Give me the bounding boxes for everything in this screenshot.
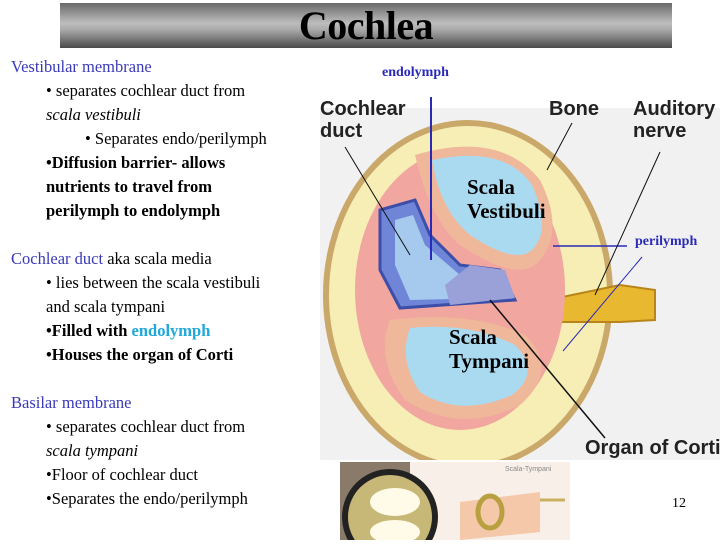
sub-bullet-line: • Separates endo/perilymph	[85, 127, 267, 151]
basilar-membrane-heading: Basilar membrane	[11, 393, 132, 412]
heading-suffix: aka scala media	[103, 249, 212, 268]
bullet-line: •Separates the endo/perilymph	[46, 487, 248, 511]
endolymph-highlight: endolymph	[131, 321, 211, 340]
bullet-line: perilymph to endolymph	[46, 201, 221, 220]
bullet-text: Diffusion barrier- allows	[51, 153, 226, 172]
label-line: Scala	[467, 175, 515, 199]
bullet-text: Houses the organ of Corti	[51, 345, 234, 364]
bullet: •	[46, 273, 52, 292]
endolymph-label: endolymph	[382, 65, 449, 80]
bullet: •	[46, 321, 52, 340]
bullet-text: separates cochlear duct from	[51, 417, 246, 436]
inner-ear-illustration	[340, 462, 570, 545]
bullet-line: scala tympani	[46, 441, 139, 460]
heading-term: Cochlear duct	[11, 249, 104, 268]
label-line: Cochlear	[320, 98, 406, 120]
bullet-line: • separates cochlear duct from	[46, 415, 245, 439]
bullet-line: scala vestibuli	[46, 105, 141, 124]
bullet-line: •Houses the organ of Corti	[46, 343, 233, 367]
bone-label: Bone	[549, 98, 599, 120]
photo-caption: Scala-Tympani	[505, 466, 552, 473]
vestibular-membrane-heading: Vestibular membrane	[11, 57, 152, 76]
label-line: Auditory	[633, 98, 716, 120]
bullet-line: and scala tympani	[46, 297, 166, 316]
bullet-line: • separates cochlear duct from	[46, 79, 245, 103]
bullet: •	[46, 489, 52, 508]
bullet: •	[46, 153, 52, 172]
label-line: duct	[320, 120, 363, 142]
bullet-line: •Floor of cochlear duct	[46, 463, 198, 487]
bullet-text: Separates endo/perilymph	[90, 129, 267, 148]
cochlear-duct-heading: Cochlear duct aka scala media	[11, 247, 212, 271]
bullet-line: • lies between the scala vestibuli	[46, 271, 260, 295]
bullet-line: •Filled with endolymph	[46, 319, 210, 343]
label-line: Tympani	[449, 349, 530, 373]
organ-of-corti-label: Organ of Corti	[585, 437, 720, 459]
bullet: •	[46, 417, 52, 436]
title-bar: Cochlea	[60, 3, 672, 48]
bullet-text: Separates the endo/perilymph	[51, 489, 248, 508]
label-line: Scala	[449, 325, 497, 349]
bullet-text: lies between the scala vestibuli	[51, 273, 261, 292]
label-line: Vestibuli	[467, 199, 546, 223]
bullet-line: •Diffusion barrier- allows	[46, 151, 225, 175]
bullet: •	[46, 345, 52, 364]
perilymph-label: perilymph	[635, 234, 698, 249]
cochlea-illustration	[320, 97, 720, 470]
label-line: nerve	[633, 120, 687, 142]
bullet-text: Floor of cochlear duct	[51, 465, 198, 484]
bullet-line: nutrients to travel from	[46, 177, 213, 196]
page-number: 12	[672, 496, 686, 511]
bullet: •	[85, 129, 91, 148]
bullet-text: Filled with	[51, 321, 132, 340]
inner-ear-photo: Scala-Tympani	[340, 462, 570, 545]
slide-title: Cochlea	[298, 3, 434, 48]
bullet: •	[46, 465, 52, 484]
bullet-text: separates cochlear duct from	[51, 81, 246, 100]
bullet: •	[46, 81, 52, 100]
